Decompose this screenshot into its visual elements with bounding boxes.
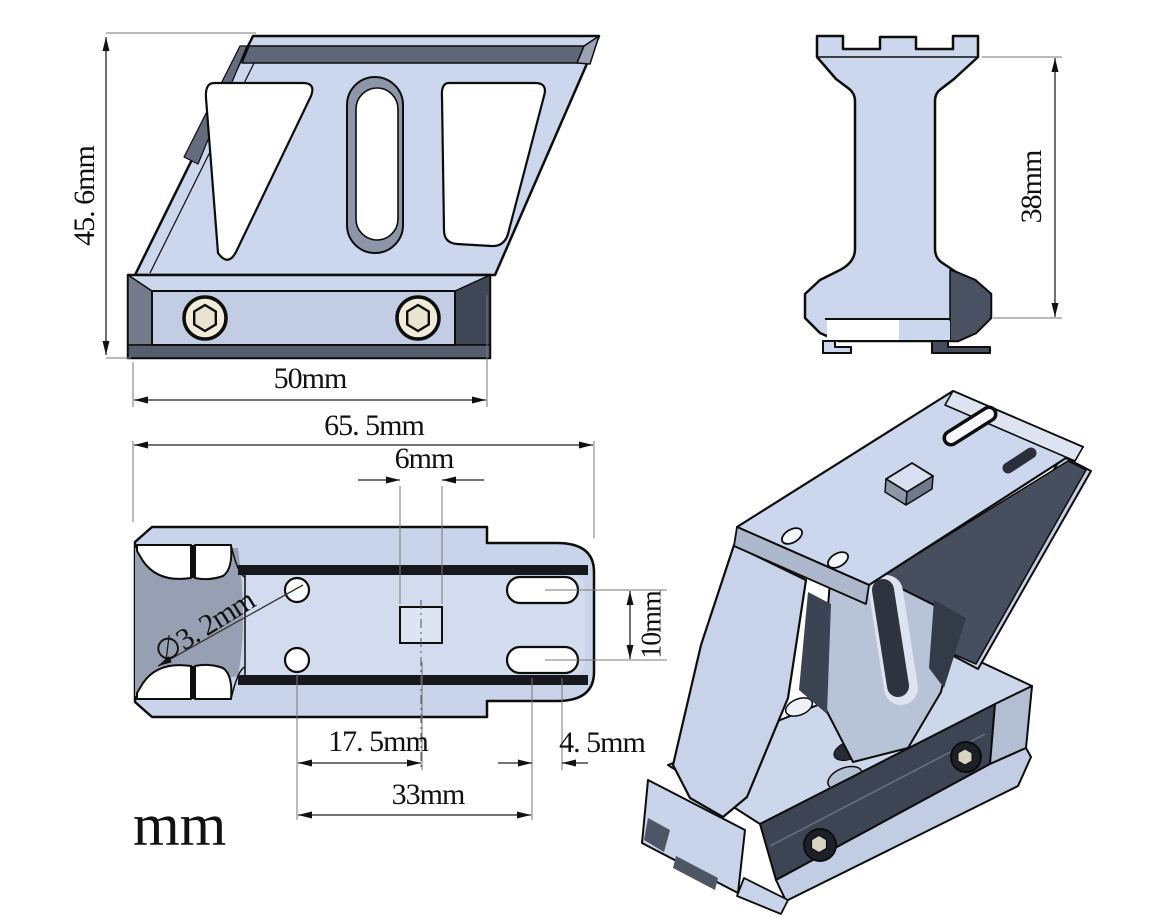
iso-rail-notch (673, 856, 718, 890)
iso-plate-slot (946, 409, 994, 443)
front-clamp-gap (827, 319, 899, 340)
iso-boss-side (905, 475, 934, 506)
iso-truss-window (929, 600, 966, 688)
unit-label: mm (133, 792, 226, 858)
top-clamp-notch (136, 664, 192, 700)
top-overall-dimension: 65. 5mm (324, 409, 424, 442)
iso-plate-hole (827, 551, 849, 569)
hex-socket-screw-icon (803, 828, 837, 862)
front-height-dimension: 38mm (1015, 150, 1048, 223)
iso-truss-window (799, 592, 831, 714)
iso-plate-hole (781, 527, 803, 545)
side-view: 45. 6mm 50mm (68, 32, 601, 407)
side-top-rail-band (241, 45, 585, 64)
top-view: 65. 5mm 6mm ∅3. 2mm 10mm 17. 5mm 4. 5mm … (132, 409, 667, 820)
front-base-shadow-side (949, 269, 992, 342)
iso-plate-edge (733, 526, 870, 605)
front-view: 38mm (803, 34, 1062, 354)
iso-plate-small-slot (1002, 447, 1037, 474)
top-clamp-notch (136, 544, 192, 580)
hex-socket-screw-icon (182, 295, 228, 341)
leader-line (157, 584, 304, 667)
iso-base-hole (784, 697, 814, 717)
top-clamp-notch (194, 544, 233, 581)
iso-base-left-end (641, 779, 746, 894)
top-rail-stripe (238, 675, 588, 685)
iso-u-slot (872, 579, 909, 697)
top-rail-stripe (238, 565, 588, 575)
isometric-view (641, 389, 1092, 915)
hex-socket-screw-icon (395, 295, 441, 341)
top-screw-hole (283, 646, 311, 674)
top-slot-spacing-dimension: 10mm (636, 590, 667, 659)
hex-socket-screw-icon (950, 741, 982, 773)
iso-rail-groove-line (769, 733, 986, 847)
side-width-dimension: 50mm (274, 362, 347, 395)
side-triangle-cutout (204, 81, 314, 261)
side-base-recess (151, 290, 456, 346)
top-screw-hole (283, 576, 311, 604)
top-lug-dimension: 6mm (395, 442, 454, 475)
top-clamp-notch (194, 663, 233, 700)
front-clamp-back (899, 321, 950, 340)
side-base-bottom-bevel (127, 344, 491, 359)
top-hole-span-dimension: 33mm (392, 778, 465, 811)
side-slot-cutout (355, 87, 399, 241)
iso-front-leg (671, 543, 808, 819)
front-right-foot (931, 340, 991, 354)
iso-plate-lip (944, 390, 1084, 462)
top-hole-offset-dimension: 17. 5mm (328, 725, 428, 758)
side-right-cutout (440, 81, 547, 248)
front-left-foot (822, 340, 852, 354)
iso-rail-notch (644, 818, 670, 852)
side-height-dimension: 45. 6mm (68, 146, 101, 246)
top-slot-length-dimension: 4. 5mm (559, 726, 645, 759)
side-top-right-bevel (576, 35, 600, 65)
